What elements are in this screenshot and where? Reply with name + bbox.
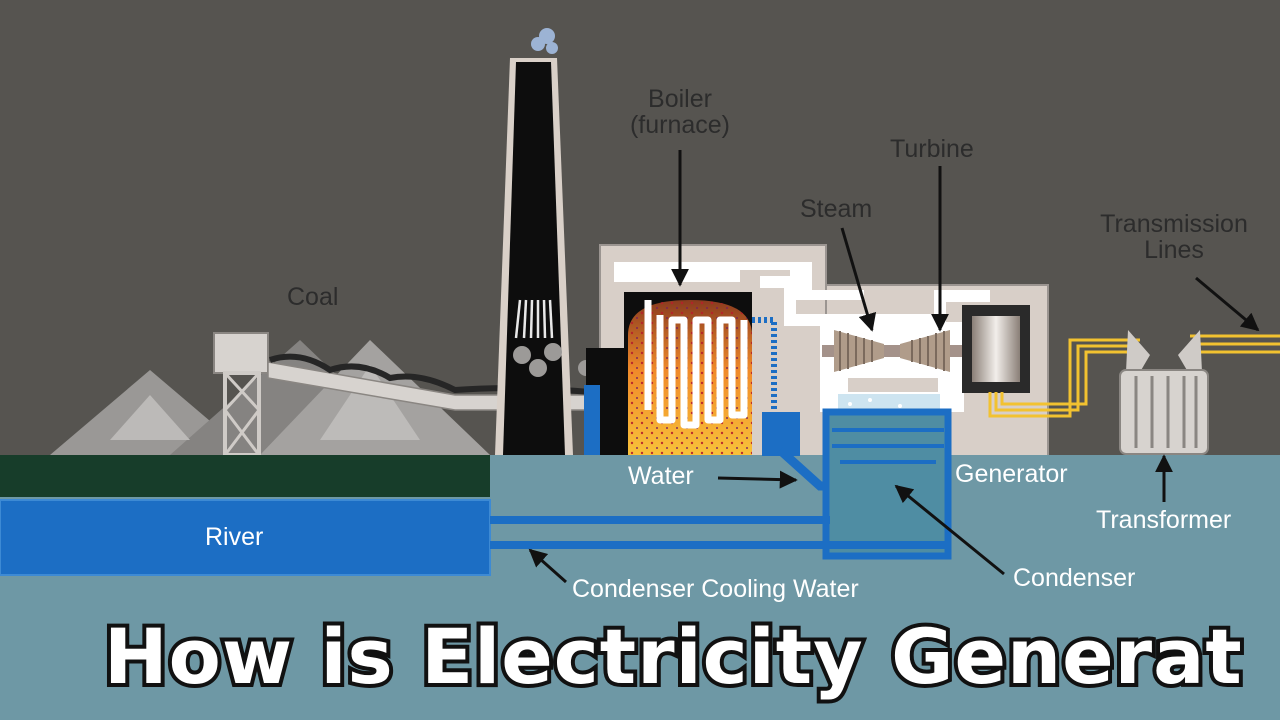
arrow-steam <box>840 227 877 332</box>
label-boiler-line2: (furnace) <box>629 111 731 140</box>
arrow-condenser <box>894 484 1005 576</box>
condenser <box>490 408 952 560</box>
coal-piles <box>50 340 490 455</box>
label-water: Water <box>628 462 694 490</box>
arrow-water <box>717 470 798 489</box>
transmission-wires <box>988 334 1280 418</box>
label-boiler: Boiler (furnace) <box>610 86 750 139</box>
label-condenser-cooling-water: Condenser Cooling Water <box>572 575 859 603</box>
label-steam: Steam <box>800 195 873 223</box>
label-transmission-lines: Transmission Lines <box>1086 211 1262 264</box>
label-turbine: Turbine <box>890 135 974 163</box>
transformer <box>1119 330 1209 455</box>
label-boiler-line1: Boiler <box>648 85 712 113</box>
chimney <box>495 58 594 455</box>
annotation-arrows <box>528 150 1260 584</box>
smoke <box>531 28 558 54</box>
label-transformer: Transformer <box>1096 506 1232 534</box>
label-river: River <box>205 523 264 551</box>
boiler <box>624 292 777 456</box>
video-title: How is Electricity Generat <box>100 608 1246 705</box>
label-coal: Coal <box>287 283 339 311</box>
label-transmission-line2: Lines <box>1144 236 1204 265</box>
label-transmission-line1: Transmission <box>1100 210 1248 238</box>
river <box>0 499 491 576</box>
label-condenser: Condenser <box>1013 564 1136 592</box>
arrow-condenser-cooling <box>528 548 567 584</box>
arrow-transmission <box>1195 276 1260 332</box>
grass-bank <box>0 455 490 497</box>
label-generator: Generator <box>955 460 1068 488</box>
turbine <box>820 322 964 412</box>
generator <box>962 305 1030 393</box>
